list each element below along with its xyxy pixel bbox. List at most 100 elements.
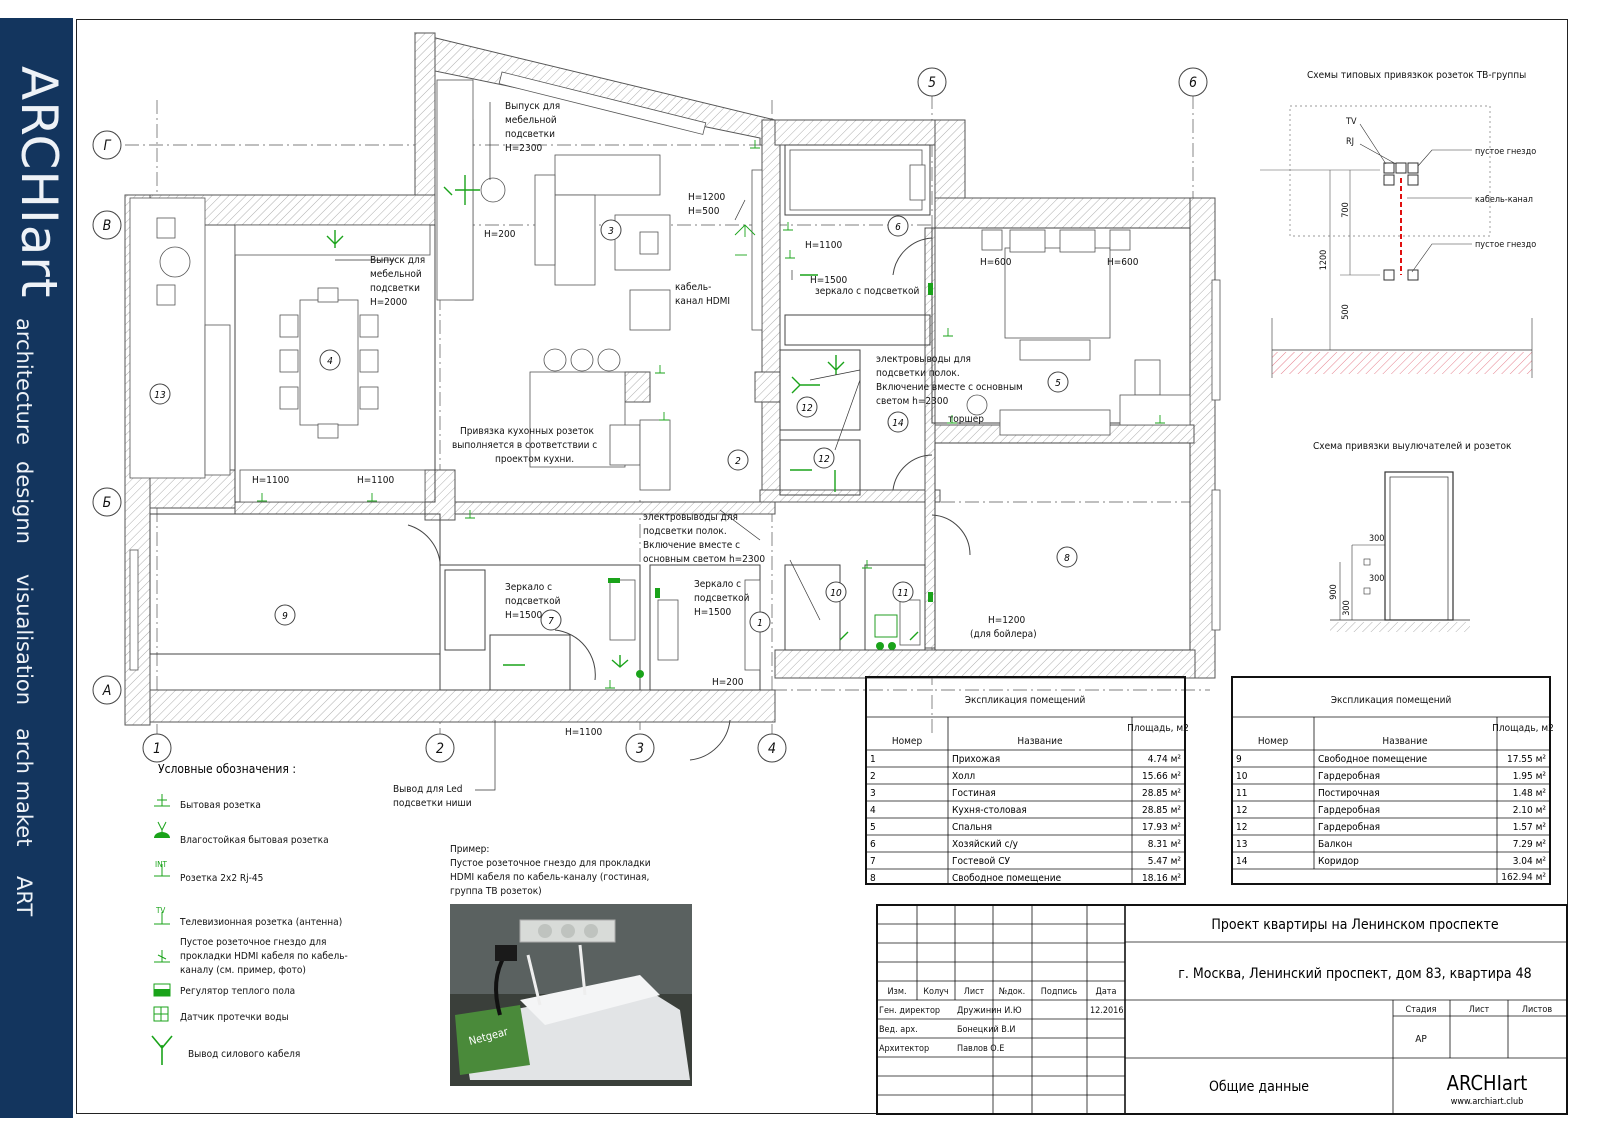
- row-number: 1: [870, 754, 876, 765]
- room-number: 7: [548, 616, 554, 627]
- note-h200: H=200: [484, 229, 516, 240]
- axis-letter-label: Б: [103, 495, 112, 511]
- row-area: 17.93 м²: [1142, 822, 1181, 833]
- row-area: 18.16 м²: [1142, 873, 1181, 884]
- axis-number-6: 6: [1178, 67, 1208, 97]
- row-number: 5: [870, 822, 876, 833]
- dim-300-a: 300: [1369, 534, 1384, 544]
- example-photo: Netgear: [450, 904, 692, 1086]
- room-marker-14: 14: [887, 411, 909, 433]
- tb-header: Колуч: [923, 987, 949, 997]
- row-name: Гардеробная: [1318, 770, 1380, 782]
- empty-socket-label-2: пустое гнездо: [1475, 240, 1536, 250]
- empty-socket-icon: [154, 950, 170, 963]
- axis-number-3: 3: [625, 733, 655, 763]
- row-number: 6: [870, 839, 876, 850]
- note-boiler: (для бойлера): [970, 628, 1037, 640]
- col-header: Площадь, м2: [1492, 723, 1554, 734]
- row-area: 1.95 м²: [1513, 771, 1547, 782]
- tb-header: Лист: [964, 987, 985, 997]
- note-furniture-light-2: H=2000: [370, 297, 407, 308]
- plan-doors: [407, 237, 971, 761]
- example-caption: Пример:: [450, 844, 489, 855]
- row-area: 28.85 м²: [1142, 788, 1181, 799]
- room-number: 1: [757, 618, 763, 629]
- row-name: Гардеробная: [1318, 821, 1380, 833]
- note-furniture-light-2: мебельной: [370, 268, 422, 280]
- empty-socket-label: пустое гнездо: [1475, 147, 1536, 157]
- dim-500: 500: [1341, 304, 1351, 319]
- legend-label-empty: прокладки HDMI кабеля по кабель-: [180, 950, 348, 962]
- legend-label-waterproof: Влагостойкая бытовая розетка: [180, 834, 329, 846]
- floor-heating-icon: [928, 592, 933, 602]
- note-shelf-light-14: электровыводы для: [876, 354, 971, 365]
- room-number: 14: [892, 418, 904, 429]
- legend-label-rj45: Розетка 2x2 Rj-45: [180, 873, 263, 884]
- note-h1200: H=1200: [688, 192, 725, 203]
- note-h600-left: H=600: [980, 257, 1012, 268]
- note-shelf-light-14: Включение вместе с основным: [876, 382, 1023, 393]
- note-shelf-light-2: подсветки полок.: [643, 526, 727, 537]
- explication-1-title: Экспликация помещений: [965, 695, 1086, 706]
- row-area: 7.29 м²: [1513, 839, 1547, 850]
- power-cable-icon: [326, 230, 344, 248]
- axis-letter-label: А: [102, 683, 112, 699]
- axis-number-2: 2: [425, 733, 455, 763]
- leak-sensor-icon: [874, 614, 898, 638]
- tv-scheme-title: Схемы типовых привязкок розеток ТВ-групп…: [1307, 70, 1526, 81]
- socket-icons: [257, 140, 1165, 689]
- axis-number-label: 4: [768, 741, 776, 757]
- room-marker-8: 8: [1056, 546, 1078, 568]
- title-site: www.archiart.club: [1451, 1097, 1524, 1107]
- room-number: 12: [801, 403, 813, 414]
- legend-title: Условные обозначения :: [158, 762, 296, 776]
- waterproof-socket-icon: [876, 642, 884, 650]
- legend-label-tv: Телевизионная розетка (антенна): [179, 917, 342, 928]
- row-area: 3.04 м²: [1513, 856, 1547, 867]
- note-furniture-light-2: Выпуск для: [370, 255, 425, 266]
- cable-channel-label: кабель-канал: [1475, 194, 1533, 205]
- note-h1100-b: H=1100: [252, 475, 289, 486]
- switch-scheme-title: Схема привязки выулючателей и розеток: [1313, 441, 1512, 452]
- row-number: 2: [870, 771, 876, 782]
- note-h1100-c: H=1100: [357, 475, 394, 486]
- legend-label-leak: Датчик протечки воды: [180, 1012, 289, 1023]
- row-area: 15.66 м²: [1142, 771, 1181, 782]
- project-title: Проект квартиры на Ленинском проспекте: [1211, 917, 1498, 933]
- floor-heating-icon: [608, 578, 620, 583]
- stage-value: АР: [1415, 1034, 1427, 1045]
- axis-letter-b: Б: [92, 487, 122, 517]
- legend-label-power: Вывод силового кабеля: [188, 1048, 300, 1060]
- example-caption: HDMI кабеля по кабель-каналу (гостиная,: [450, 871, 649, 883]
- room-number: 5: [1055, 378, 1061, 389]
- col-header: Площадь, м2: [1127, 723, 1189, 734]
- row-number: 10: [1236, 771, 1248, 782]
- power-cable-icon: [839, 631, 919, 641]
- dim-1200: 1200: [1319, 250, 1329, 271]
- tb-role: Ген. директор: [879, 1006, 940, 1016]
- row-number: 11: [1236, 788, 1247, 799]
- stage-header: Лист: [1469, 1005, 1490, 1015]
- balcony-13: [129, 197, 231, 479]
- example-caption: Пустое розеточное гнездо для прокладки: [450, 858, 651, 869]
- power-cable-icon: [791, 376, 820, 394]
- axis-number-1: 1: [142, 733, 172, 763]
- row-number: 7: [870, 856, 876, 867]
- row-name: Гардеробная: [1318, 804, 1380, 816]
- note-furniture-light-2: подсветки: [370, 283, 420, 294]
- row-number: 8: [870, 873, 876, 884]
- room-marker-12b: 12: [813, 447, 835, 469]
- room-number: 13: [154, 390, 166, 401]
- title-block: [876, 904, 1568, 1115]
- note-mirror-7: H=1500: [505, 610, 542, 621]
- power-cable-icon: [151, 1035, 173, 1065]
- col-header: Название: [1382, 736, 1428, 747]
- title-logo: ARCHIart: [1447, 1071, 1528, 1095]
- example-caption: группа ТВ розеток): [450, 886, 542, 897]
- room-number: 12: [818, 454, 830, 465]
- project-address: г. Москва, Ленинский проспект, дом 83, к…: [1178, 966, 1531, 982]
- sheet-name: Общие данные: [1209, 1079, 1309, 1095]
- floor-heating-icon: [655, 588, 660, 598]
- axis-number-label: 2: [436, 741, 444, 757]
